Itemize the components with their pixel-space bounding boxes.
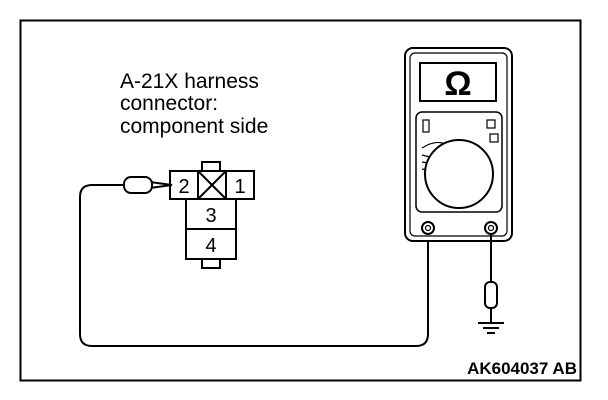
ground-icon bbox=[478, 322, 504, 334]
meter-jack-com-inner bbox=[424, 224, 432, 232]
terminal-3-label: 3 bbox=[205, 205, 216, 227]
meter-indicator-left bbox=[422, 119, 430, 133]
meter-selector-knob bbox=[424, 139, 494, 209]
connector-caption-line2: connector: bbox=[120, 92, 218, 115]
connector-caption-line1: A-21X harness bbox=[120, 70, 259, 93]
meter-display bbox=[419, 62, 497, 102]
meter-jack-ohm-inner bbox=[487, 224, 495, 232]
ohm-symbol: Ω bbox=[444, 65, 471, 103]
meter-indicator-right-mid bbox=[489, 133, 499, 143]
terminal-2-label: 2 bbox=[178, 176, 189, 198]
terminal-numbers: 2 1 3 4 bbox=[178, 176, 245, 257]
terminal-4-label: 4 bbox=[205, 235, 216, 257]
harness-connector bbox=[169, 161, 255, 269]
terminal-1-label: 1 bbox=[234, 176, 245, 198]
connector-top-row bbox=[169, 170, 255, 200]
probe-body bbox=[123, 176, 153, 194]
connector-caption-line3: component side bbox=[120, 115, 268, 138]
multimeter bbox=[404, 47, 513, 242]
ground-lead bbox=[484, 234, 498, 322]
blocked-cavity-x-b bbox=[197, 170, 227, 200]
figure-code: AK604037 AB bbox=[467, 359, 577, 378]
probe-lead-wire bbox=[79, 184, 429, 347]
meter-indicator-right-top bbox=[486, 119, 496, 129]
connector-caption: A-21X harness connector: component side bbox=[120, 70, 268, 138]
ground-probe-body bbox=[484, 281, 498, 309]
test-probe bbox=[123, 176, 173, 194]
